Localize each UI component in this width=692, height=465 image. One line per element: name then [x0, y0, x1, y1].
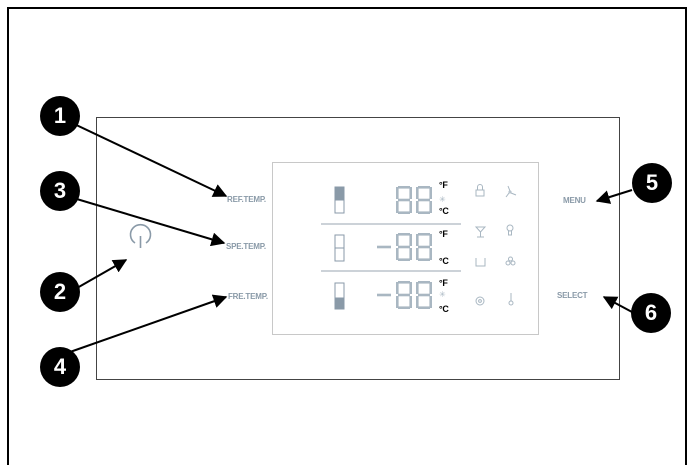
row1-char1-seg-e	[396, 201, 399, 213]
row2-char3-seg-b	[429, 234, 432, 246]
row2-char3-seg-d	[418, 258, 430, 261]
row2-char2-seg-a	[398, 233, 410, 236]
callout-4: 4	[40, 347, 80, 387]
row3-char3-seg-b	[429, 282, 432, 294]
row1-char2-seg-g	[418, 198, 430, 202]
fan-icon	[505, 185, 517, 198]
row3-char3-seg-d	[418, 306, 430, 309]
row3-unit-f: °F	[439, 278, 448, 288]
row1-char2-seg-e	[416, 201, 419, 213]
row2-char2-seg-e	[396, 248, 399, 260]
row3-char3-seg-c	[429, 296, 432, 308]
row3-char2-seg-a	[398, 281, 410, 284]
row2-char2-seg-g	[398, 245, 410, 249]
ref-temp-button[interactable]: REF.TEMP.	[227, 195, 266, 204]
lcd-display	[272, 162, 539, 335]
row3-char2-seg-b	[409, 282, 412, 294]
row1-unit-c: °C	[439, 206, 449, 216]
row3-char3-seg-a	[418, 281, 430, 284]
row3-unit-c: °C	[439, 304, 449, 314]
row2-unit-f: °F	[439, 229, 448, 239]
power-icon	[129, 223, 152, 248]
fre-temp-button[interactable]: FRE.TEMP.	[228, 292, 268, 301]
row1-char1-seg-d	[398, 211, 410, 214]
row2-char3-seg-f	[416, 234, 419, 246]
diagram-frame	[7, 7, 687, 465]
row2-char2-seg-c	[409, 248, 412, 260]
row1-char1-seg-f	[396, 187, 399, 199]
row3-char2-seg-f	[396, 282, 399, 294]
row1-char1-seg-g	[398, 198, 410, 202]
callout-1: 1	[40, 96, 80, 136]
leader-line-3	[69, 196, 226, 247]
row3-char2-seg-d	[398, 306, 410, 309]
row3-char3-seg-g	[418, 293, 430, 297]
fridge-compartment-icon	[334, 186, 345, 214]
svg-text:✳: ✳	[439, 195, 446, 204]
callout-2: 2	[40, 272, 80, 312]
smiley-icon	[475, 296, 485, 306]
glass-icon	[474, 226, 487, 238]
row1-char1-seg-c	[409, 201, 412, 213]
row2-char2-seg-d	[398, 258, 410, 261]
leader-line-1	[69, 121, 228, 197]
row3-char3-seg-e	[416, 296, 419, 308]
row2-char3-seg-g	[418, 245, 430, 249]
spe-temp-button[interactable]: SPE.TEMP.	[226, 242, 266, 251]
leader-line-5	[595, 189, 633, 204]
segment-digits	[377, 186, 432, 309]
row2-char2-seg-b	[409, 234, 412, 246]
thermometer-icon	[508, 293, 514, 306]
row1-unit-f: °F	[439, 180, 448, 190]
freezer-compartment-icon	[334, 282, 345, 310]
svg-text:✳: ✳	[439, 290, 446, 299]
row1-char2-seg-b	[429, 187, 432, 199]
row2-char2-seg-f	[396, 234, 399, 246]
leader-line-6	[602, 296, 633, 313]
lock-icon	[475, 184, 485, 197]
row3-char1-minus-segment	[377, 293, 391, 297]
row2-char3-seg-a	[418, 233, 430, 236]
row2-char3-seg-e	[416, 248, 419, 260]
row3-char3-seg-f	[416, 282, 419, 294]
grid-icon	[505, 256, 516, 266]
row2-unit-c: °C	[439, 256, 449, 266]
bulb-icon	[506, 224, 514, 236]
special-compartment-icon	[334, 234, 345, 262]
select-button[interactable]: SELECT	[557, 291, 588, 300]
row3-char2-seg-c	[409, 296, 412, 308]
row1-char2-seg-a	[418, 186, 430, 189]
callout-6: 6	[631, 293, 671, 333]
row2-char3-seg-c	[429, 248, 432, 260]
row1-char2-seg-c	[429, 201, 432, 213]
leader-line-4	[69, 294, 228, 353]
row1-char2-seg-d	[418, 211, 430, 214]
row3-char2-seg-g	[398, 293, 410, 297]
cup-icon	[475, 258, 486, 267]
callout-5: 5	[632, 163, 672, 203]
row1-char1-seg-b	[409, 187, 412, 199]
row2-char1-minus-segment	[377, 245, 391, 249]
menu-button[interactable]: MENU	[563, 196, 586, 205]
callout-3: 3	[40, 171, 80, 211]
row1-char2-seg-f	[416, 187, 419, 199]
row3-char2-seg-e	[396, 296, 399, 308]
row1-char1-seg-a	[398, 186, 410, 189]
control-panel	[96, 117, 620, 380]
